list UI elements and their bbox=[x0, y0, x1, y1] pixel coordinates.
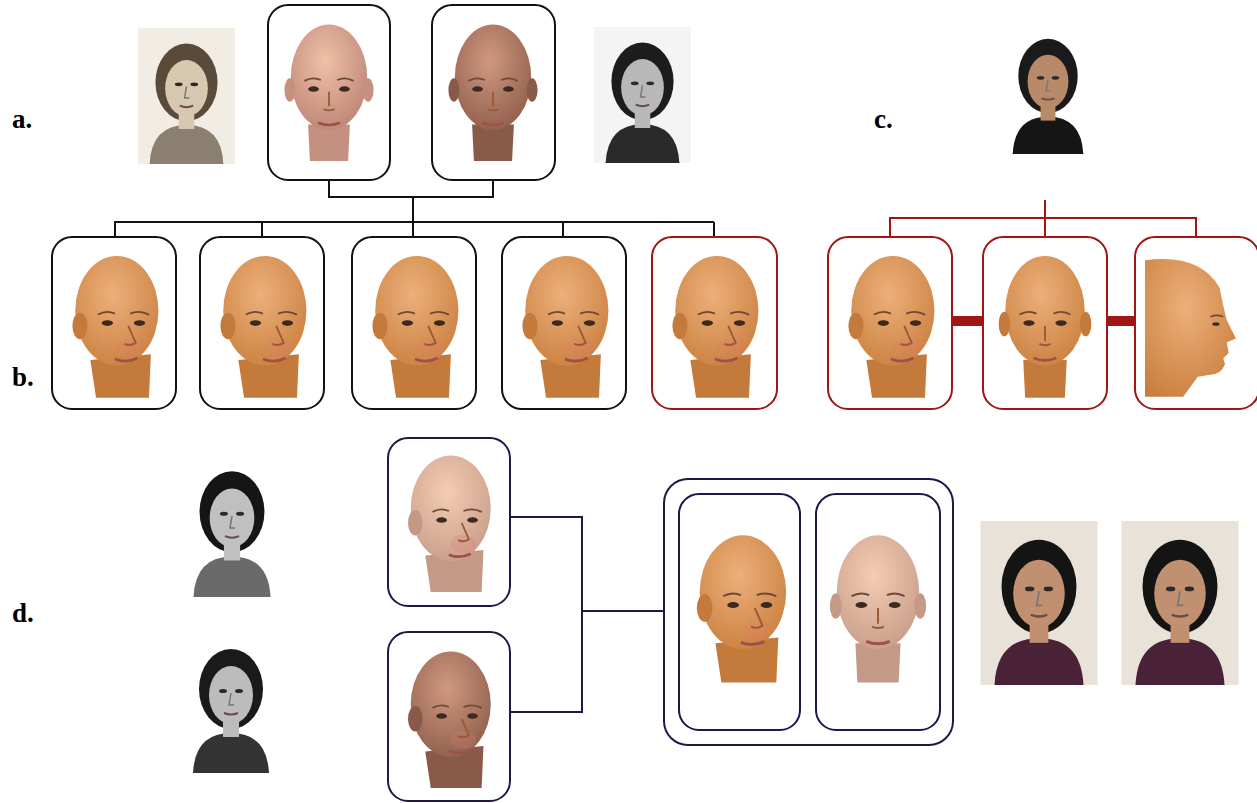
panel-label: c. bbox=[874, 106, 893, 133]
child-face-model bbox=[830, 535, 926, 682]
father-face-model bbox=[408, 652, 491, 788]
view-box bbox=[1135, 237, 1257, 409]
father-face-model bbox=[448, 25, 537, 161]
child-box bbox=[52, 237, 176, 409]
child-box bbox=[679, 494, 800, 730]
grandmother-photo bbox=[181, 455, 282, 597]
view-link-bar bbox=[952, 316, 983, 326]
child-group-box bbox=[664, 479, 953, 745]
reference-photo bbox=[980, 521, 1097, 685]
child-box bbox=[352, 237, 476, 409]
mother-face-model bbox=[284, 25, 373, 161]
grandfather-photo bbox=[594, 27, 691, 163]
parent-box bbox=[388, 632, 510, 801]
family-tree-line bbox=[890, 200, 1196, 237]
parent-box bbox=[268, 5, 390, 180]
child-box bbox=[200, 237, 324, 409]
reference-photo bbox=[1002, 24, 1095, 154]
family-tree-line bbox=[115, 180, 714, 237]
parent-box bbox=[388, 438, 510, 606]
child-box bbox=[502, 237, 626, 409]
view-box bbox=[983, 237, 1107, 409]
child-face-model bbox=[672, 256, 758, 398]
child-face-model bbox=[522, 256, 608, 398]
front-view bbox=[999, 256, 1092, 398]
grandfather-photo bbox=[181, 633, 281, 773]
panel-label: b. bbox=[12, 364, 34, 391]
parent-box bbox=[432, 5, 555, 180]
highlighted-child-box bbox=[652, 237, 777, 409]
child-face-model bbox=[372, 256, 458, 398]
profile-view bbox=[1145, 259, 1236, 397]
family-tree-line bbox=[713, 222, 715, 237]
mother-face-model bbox=[408, 456, 491, 592]
child-face-model bbox=[697, 535, 786, 682]
family-tree-line bbox=[510, 517, 664, 712]
panel-label: d. bbox=[12, 600, 34, 627]
view-link-bar bbox=[1107, 316, 1135, 326]
reference-photo bbox=[1121, 521, 1238, 685]
view-box bbox=[828, 237, 952, 409]
child-box bbox=[816, 494, 940, 730]
child-face-model bbox=[72, 256, 158, 398]
panel-label: a. bbox=[12, 106, 32, 133]
child-face-model bbox=[220, 256, 306, 398]
grandmother-photo bbox=[138, 28, 235, 164]
three-quarter-view bbox=[848, 256, 934, 398]
